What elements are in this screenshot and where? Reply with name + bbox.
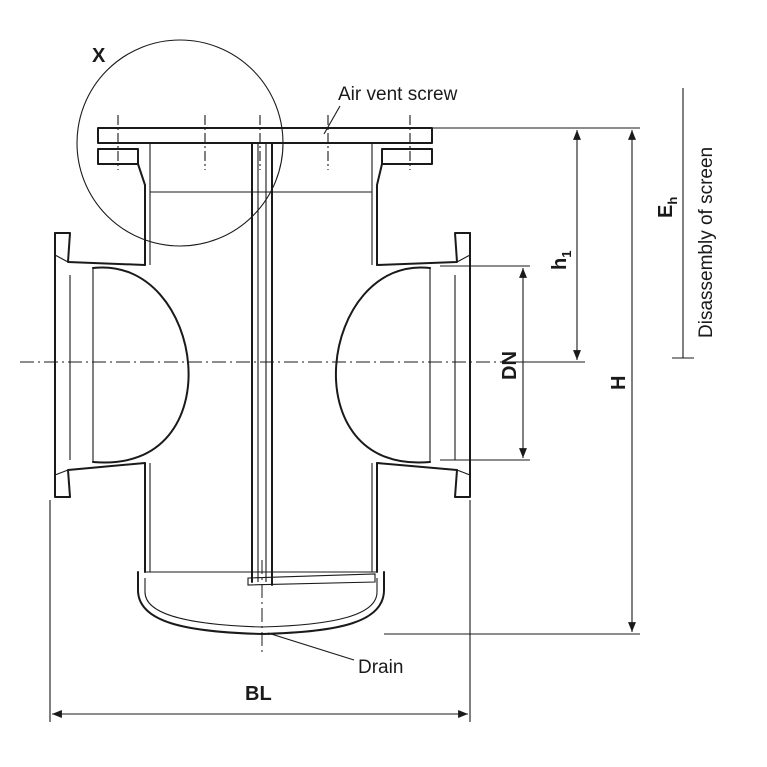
disassembly-label: Disassembly of screen [696, 147, 717, 338]
drain-label: Drain [358, 657, 403, 678]
lower-body [137, 462, 385, 635]
h1-sub: 1 [559, 251, 574, 258]
h1-label: h1 [549, 251, 574, 270]
bl-label: BL [245, 683, 272, 705]
svg-text:Disassembly of screen: Disassembly of screen [696, 147, 717, 338]
body-flange [97, 148, 433, 266]
air-vent-leader [323, 105, 341, 135]
svg-text:H: H [608, 376, 630, 390]
housing-inner [149, 143, 373, 265]
screen-basket [247, 142, 376, 586]
h1-main: h [549, 258, 571, 270]
eh-label: Eh [655, 197, 680, 218]
outlet-nozzle [335, 232, 471, 498]
drain-leader [267, 632, 355, 661]
svg-text:h1: h1 [549, 251, 574, 270]
eh-sub: h [665, 197, 680, 205]
dn-label: DN [499, 351, 521, 380]
cover-plate [97, 127, 433, 144]
air-vent-label: Air vent screw [338, 84, 458, 105]
extension-lines [49, 127, 640, 722]
cover-bolts [117, 115, 411, 170]
inlet-nozzle [54, 232, 190, 498]
svg-text:DN: DN [499, 351, 521, 380]
svg-text:Eh: Eh [655, 197, 680, 218]
eh-main: E [655, 205, 677, 218]
detail-x-label: X [92, 45, 106, 67]
h-label: H [608, 376, 630, 390]
